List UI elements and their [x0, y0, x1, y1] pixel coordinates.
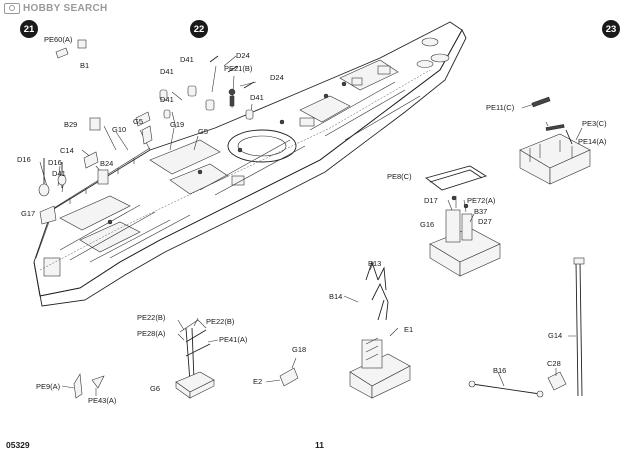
part-label-pe60a: PE60(A) [44, 35, 73, 44]
part-label-d17: D17 [424, 196, 438, 205]
part-label-g6: G6 [150, 384, 161, 393]
part-label-e1: E1 [404, 325, 414, 334]
part-label-pe28a: PE28(A) [137, 329, 166, 338]
part-label-d24a: D24 [236, 51, 250, 60]
mast-assembly-drawing [175, 317, 219, 399]
part-label-b1: B1 [80, 61, 90, 70]
hull-deck-drawing [33, 21, 467, 307]
bridge-assembly-drawing [519, 96, 591, 185]
part-label-b16: B16 [493, 366, 507, 375]
part-label-b24: B24 [100, 159, 114, 168]
part-label-d41d: D41 [250, 93, 264, 102]
kit-number: 05329 [6, 440, 30, 450]
yard-assembly-drawing [468, 257, 585, 398]
hull-small-parts [38, 39, 255, 225]
small-plates-drawing [61, 357, 299, 399]
part-label-g16: G16 [420, 220, 435, 229]
part-label-d24b: D24 [270, 73, 284, 82]
part-label-g5a: G5 [133, 117, 144, 126]
part-label-c14: C14 [60, 146, 74, 155]
part-label-b37: B37 [474, 207, 488, 216]
part-label-g17: G17 [21, 209, 36, 218]
part-label-g19: G19 [170, 120, 185, 129]
part-label-pe41a: PE41(A) [219, 335, 248, 344]
part-label-e2: E2 [253, 377, 263, 386]
part-label-g14: G14 [548, 331, 563, 340]
part-label-pe43a: PE43(A) [88, 396, 117, 405]
part-label-d41b: D41 [160, 67, 174, 76]
part-label-b14: B14 [329, 292, 343, 301]
part-label-pe22b-left: PE22(B) [137, 313, 166, 322]
part-label-pe3c: PE3(C) [582, 119, 607, 128]
part-label-pe22b-right: PE22(B) [206, 317, 235, 326]
part-label-pe8c: PE8(C) [387, 172, 412, 181]
funnel-assembly-drawing [343, 260, 411, 399]
part-label-g18: G18 [292, 345, 307, 354]
part-label-d27: D27 [478, 217, 492, 226]
part-label-pe21b: PE21(B) [224, 64, 253, 73]
part-label-d16a: D16 [17, 155, 31, 164]
part-label-g10: G10 [112, 125, 127, 134]
part-label-g5b: G5 [198, 127, 209, 136]
step-22-marker: 22 [190, 20, 208, 38]
part-label-pe9a: PE9(A) [36, 382, 61, 391]
deckhouse-assembly-drawing [424, 165, 501, 277]
part-label-pe11c: PE11(C) [486, 103, 515, 112]
part-label-c28: C28 [547, 359, 561, 368]
page-number: 11 [315, 440, 324, 450]
step-21-marker: 21 [20, 20, 38, 38]
part-label-d16b: D16 [48, 158, 62, 167]
part-label-pe14a: PE14(A) [578, 137, 607, 146]
watermark-text: HOBBY SEARCH [23, 3, 108, 14]
part-label-b29: B29 [64, 120, 78, 129]
part-label-d41e: D41 [52, 169, 66, 178]
part-label-d41a: D41 [180, 55, 194, 64]
camera-icon [4, 3, 20, 14]
part-label-d41c: D41 [160, 95, 174, 104]
watermark: HOBBY SEARCH [4, 3, 108, 14]
step-23-marker: 23 [602, 20, 620, 38]
part-label-b13: B13 [368, 259, 382, 268]
part-label-pe72a: PE72(A) [467, 196, 496, 205]
